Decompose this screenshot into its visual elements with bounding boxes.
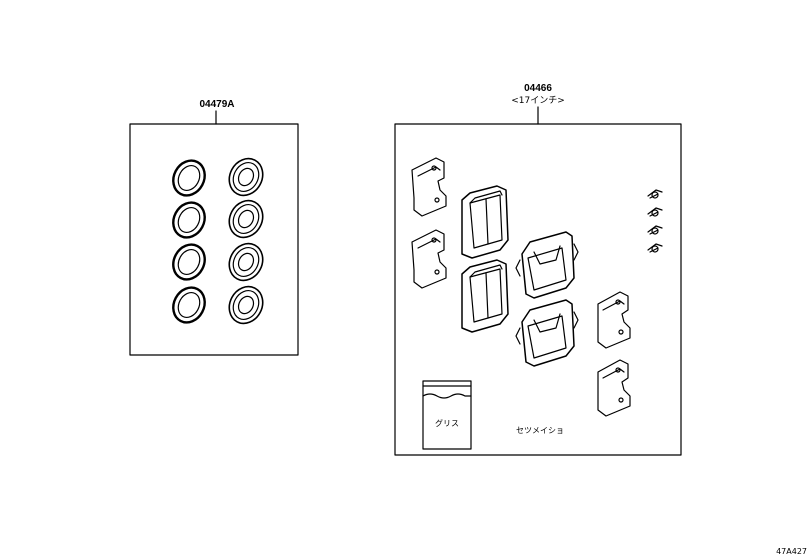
grease-packet[interactable]: グリス <box>422 380 472 450</box>
grease-label: グリス <box>435 418 459 428</box>
retaining-clip[interactable] <box>647 243 663 253</box>
retaining-clip[interactable] <box>647 225 663 235</box>
piston-seal[interactable] <box>167 197 210 243</box>
piston-seal[interactable] <box>167 239 210 285</box>
pad-kit-box[interactable] <box>394 123 682 456</box>
retaining-clip[interactable] <box>647 189 663 199</box>
dust-boot[interactable] <box>223 281 269 330</box>
retaining-clip[interactable] <box>647 207 663 217</box>
pad-kit-spec-note: <17インチ> <box>511 95 565 106</box>
pad-kit-group: 04466 <17インチ> <box>394 83 682 456</box>
piston-seal-column <box>167 155 210 328</box>
anti-squeal-shim[interactable] <box>411 157 447 217</box>
anti-squeal-shim[interactable] <box>597 359 631 417</box>
anti-squeal-shim[interactable] <box>411 229 447 289</box>
seal-kit-box[interactable] <box>129 123 299 356</box>
dust-boot[interactable] <box>223 153 269 202</box>
brake-pad[interactable] <box>461 185 509 259</box>
anti-squeal-shim[interactable] <box>597 291 631 349</box>
brake-pad[interactable] <box>515 299 579 367</box>
seal-kit-part-number[interactable]: 04479A <box>199 99 234 110</box>
seal-kit-group: 04479A <box>129 99 299 356</box>
dust-boot[interactable] <box>223 195 269 244</box>
pad-kit-part-number[interactable]: 04466 <box>524 83 552 94</box>
brake-pad[interactable] <box>461 259 509 333</box>
brake-pad[interactable] <box>515 231 579 299</box>
piston-seal[interactable] <box>167 282 210 328</box>
dust-boot-column <box>223 153 269 330</box>
piston-seal[interactable] <box>167 155 210 201</box>
figure-code: 47A427 <box>776 547 807 556</box>
dust-boot[interactable] <box>223 238 269 287</box>
instruction-sheet-label[interactable]: セツメイショ <box>516 426 564 435</box>
